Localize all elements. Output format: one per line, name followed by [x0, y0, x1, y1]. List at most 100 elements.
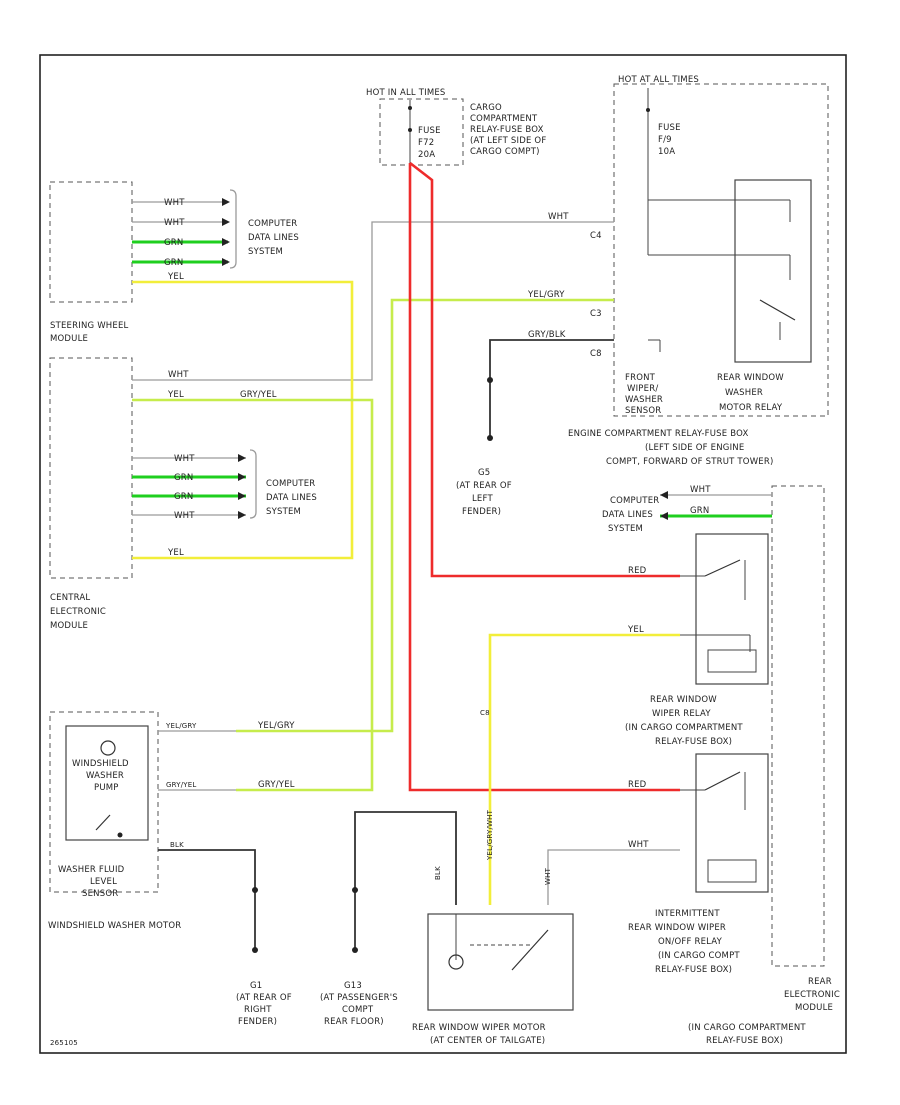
rear-wiper-relay-box — [695, 533, 769, 685]
svg-text:ON/OFF RELAY: ON/OFF RELAY — [658, 937, 723, 947]
svg-text:WASHER: WASHER — [86, 771, 124, 781]
svg-text:SYSTEM: SYSTEM — [248, 247, 283, 257]
svg-text:REAR WINDOW WIPER: REAR WINDOW WIPER — [628, 923, 726, 933]
engine-fuse-box-label: ENGINE COMPARTMENT RELAY-FUSE BOX — [568, 429, 749, 439]
svg-text:DATA LINES: DATA LINES — [266, 493, 317, 503]
svg-text:WIPER/: WIPER/ — [627, 384, 658, 394]
svg-text:RELAY-FUSE BOX): RELAY-FUSE BOX) — [655, 737, 732, 747]
svg-text:PUMP: PUMP — [94, 783, 119, 793]
svg-text:YEL/GRY: YEL/GRY — [165, 722, 197, 730]
svg-text:RED: RED — [628, 566, 647, 576]
pump-motor-icon — [100, 740, 116, 756]
svg-text:WHT: WHT — [628, 840, 649, 850]
svg-text:GRN: GRN — [174, 492, 193, 502]
svg-text:GRN: GRN — [690, 506, 709, 516]
svg-text:(AT PASSENGER'S: (AT PASSENGER'S — [320, 993, 398, 1003]
svg-text:SYSTEM: SYSTEM — [266, 507, 301, 517]
svg-text:YEL: YEL — [167, 272, 184, 282]
svg-text:WASHER FLUID: WASHER FLUID — [58, 865, 125, 875]
svg-text:LEFT: LEFT — [472, 494, 493, 504]
svg-text:WIPER RELAY: WIPER RELAY — [652, 709, 711, 719]
svg-text:WASHER: WASHER — [625, 395, 663, 405]
svg-text:(AT REAR OF: (AT REAR OF — [456, 481, 512, 491]
svg-text:YEL: YEL — [627, 625, 644, 635]
cargo-fuse-box: HOT IN ALL TIMES FUSE F72 20A CARGO COMP… — [366, 88, 546, 166]
svg-text:(IN CARGO COMPT: (IN CARGO COMPT — [658, 951, 740, 961]
svg-text:RELAY-FUSE BOX): RELAY-FUSE BOX) — [655, 965, 732, 975]
svg-text:GRN: GRN — [164, 238, 183, 248]
svg-text:C8: C8 — [480, 709, 490, 717]
svg-text:(IN CARGO COMPARTMENT: (IN CARGO COMPARTMENT — [625, 723, 743, 733]
svg-text:WHT: WHT — [548, 212, 569, 222]
svg-text:MODULE: MODULE — [50, 621, 88, 631]
svg-text:WHT: WHT — [168, 370, 189, 380]
svg-text:YEL/GRY/WHT: YEL/GRY/WHT — [486, 809, 494, 861]
central-electronic-module: CENTRAL ELECTRONIC MODULE COMPUTER DATA … — [49, 357, 317, 631]
svg-text:C4: C4 — [590, 231, 602, 241]
svg-text:COMPUTER: COMPUTER — [266, 479, 315, 489]
svg-text:MOTOR RELAY: MOTOR RELAY — [719, 403, 783, 413]
svg-text:(LEFT SIDE OF ENGINE: (LEFT SIDE OF ENGINE — [645, 443, 744, 453]
svg-text:WHT: WHT — [164, 218, 185, 228]
svg-text:G1: G1 — [250, 981, 262, 991]
svg-text:SENSOR: SENSOR — [625, 406, 661, 416]
hot-label-top: HOT IN ALL TIMES — [366, 88, 446, 98]
svg-text:YEL/GRY: YEL/GRY — [527, 290, 565, 300]
svg-text:(AT CENTER OF TAILGATE): (AT CENTER OF TAILGATE) — [430, 1036, 545, 1046]
svg-text:SYSTEM: SYSTEM — [608, 524, 643, 534]
svg-text:WHT: WHT — [544, 867, 552, 885]
svg-text:WHT: WHT — [174, 511, 195, 521]
svg-text:RELAY-FUSE BOX): RELAY-FUSE BOX) — [706, 1036, 783, 1046]
svg-text:COMPARTMENT: COMPARTMENT — [470, 114, 538, 124]
svg-text:COMPUTER: COMPUTER — [610, 496, 659, 506]
svg-text:BLK: BLK — [434, 866, 442, 880]
svg-text:CARGO: CARGO — [470, 103, 502, 113]
svg-text:WINDSHIELD: WINDSHIELD — [72, 759, 129, 769]
intermittent-relay-box — [695, 753, 769, 893]
rear-electronic-module: REAR ELECTRONIC MODULE (IN CARGO COMPART… — [688, 485, 840, 1046]
diagram-id: 265105 — [50, 1039, 78, 1047]
svg-text:GRN: GRN — [164, 258, 183, 268]
svg-text:YEL: YEL — [167, 548, 184, 558]
fuse-top-id: F72 — [418, 138, 434, 148]
svg-text:REAR: REAR — [808, 977, 832, 987]
svg-text:FUSE: FUSE — [658, 123, 681, 133]
svg-text:COMPT: COMPT — [342, 1005, 374, 1015]
svg-text:F/9: F/9 — [658, 135, 672, 145]
svg-text:REAR WINDOW: REAR WINDOW — [717, 373, 784, 383]
svg-text:FENDER): FENDER) — [238, 1017, 277, 1027]
svg-text:C3: C3 — [590, 309, 602, 319]
svg-text:REAR WINDOW WIPER MOTOR: REAR WINDOW WIPER MOTOR — [412, 1023, 546, 1033]
svg-text:GRY/BLK: GRY/BLK — [528, 330, 566, 340]
engine-fuse-box: HOT AT ALL TIMES FUSE F/9 10A REAR WINDO… — [613, 75, 829, 417]
svg-text:FRONT: FRONT — [625, 373, 656, 383]
svg-text:RELAY-FUSE BOX: RELAY-FUSE BOX — [470, 125, 544, 135]
svg-text:G5: G5 — [478, 468, 490, 478]
fuse-top-label: FUSE — [418, 126, 441, 136]
svg-text:YEL: YEL — [167, 390, 184, 400]
motor-icon — [448, 954, 464, 970]
svg-text:BLK: BLK — [170, 841, 184, 849]
svg-text:G13: G13 — [344, 981, 362, 991]
svg-text:STEERING WHEEL: STEERING WHEEL — [50, 321, 129, 331]
svg-text:LEVEL: LEVEL — [90, 877, 117, 887]
svg-text:GRY/YEL: GRY/YEL — [258, 780, 295, 790]
svg-text:10A: 10A — [658, 147, 675, 157]
svg-text:WHT: WHT — [174, 454, 195, 464]
svg-text:GRN: GRN — [174, 473, 193, 483]
fuse-top-amp: 20A — [418, 150, 435, 160]
svg-text:RED: RED — [628, 780, 647, 790]
svg-text:YEL/GRY: YEL/GRY — [257, 721, 295, 731]
svg-text:CENTRAL: CENTRAL — [50, 593, 90, 603]
svg-text:RIGHT: RIGHT — [244, 1005, 272, 1015]
svg-text:C8: C8 — [590, 349, 602, 359]
steering-wheel-module: STEERING WHEEL MODULE COMPUTER DATA LINE… — [49, 181, 299, 344]
svg-text:DATA LINES: DATA LINES — [248, 233, 299, 243]
svg-text:COMPUTER: COMPUTER — [248, 219, 297, 229]
hot-label-right: HOT AT ALL TIMES — [618, 75, 699, 85]
svg-text:WASHER: WASHER — [725, 388, 763, 398]
svg-text:MODULE: MODULE — [50, 334, 88, 344]
rear-wiper-motor-box — [427, 913, 574, 1011]
